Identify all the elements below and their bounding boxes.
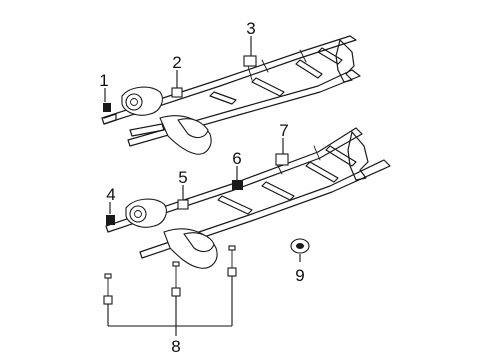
lower-frame-assembly [105,127,391,269]
callout-4: 4 [106,185,115,204]
upper-frame-assembly [101,35,361,155]
callout-3: 3 [246,19,255,38]
bolt-1 [103,273,113,305]
bolt-3 [227,245,237,277]
callout-8: 8 [171,337,180,356]
callout-2: 2 [172,53,181,72]
callout-6: 6 [232,149,241,168]
bolt-2 [171,261,181,297]
callout-labels: 1 2 3 4 5 6 7 8 9 [99,19,304,356]
frame-plug [290,238,310,254]
callout-5: 5 [178,168,187,187]
leader-lines [104,36,301,336]
callout-1: 1 [99,71,108,90]
callout-7: 7 [279,121,288,140]
callout-9: 9 [295,266,304,285]
